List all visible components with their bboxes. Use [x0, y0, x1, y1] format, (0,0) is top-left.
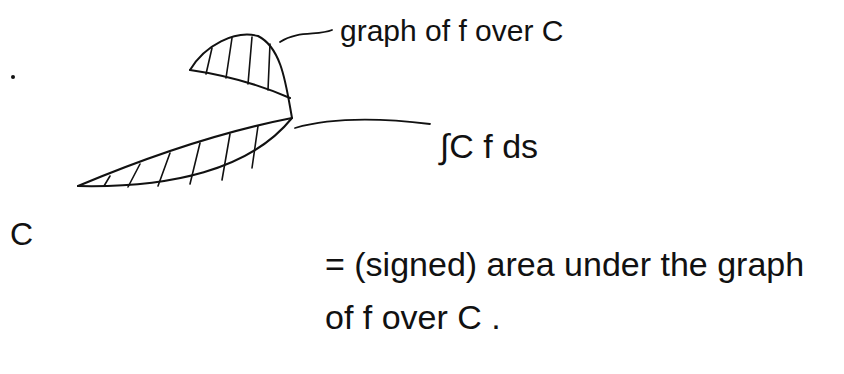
stray-dot: [11, 75, 15, 79]
hatching: [104, 37, 270, 187]
graph-edge: [78, 118, 292, 186]
note-text: graph of f over C: [340, 8, 563, 55]
curve-label: C: [10, 210, 33, 260]
note-text: = (signed) area under the graph of f ove…: [325, 238, 825, 343]
leader-line: [295, 120, 430, 128]
note-text: ∫C f ds: [440, 120, 538, 173]
graph-edge: [190, 70, 290, 98]
curve-c: [78, 118, 292, 186]
leader-line: [280, 30, 332, 42]
graph-edge: [190, 35, 292, 118]
